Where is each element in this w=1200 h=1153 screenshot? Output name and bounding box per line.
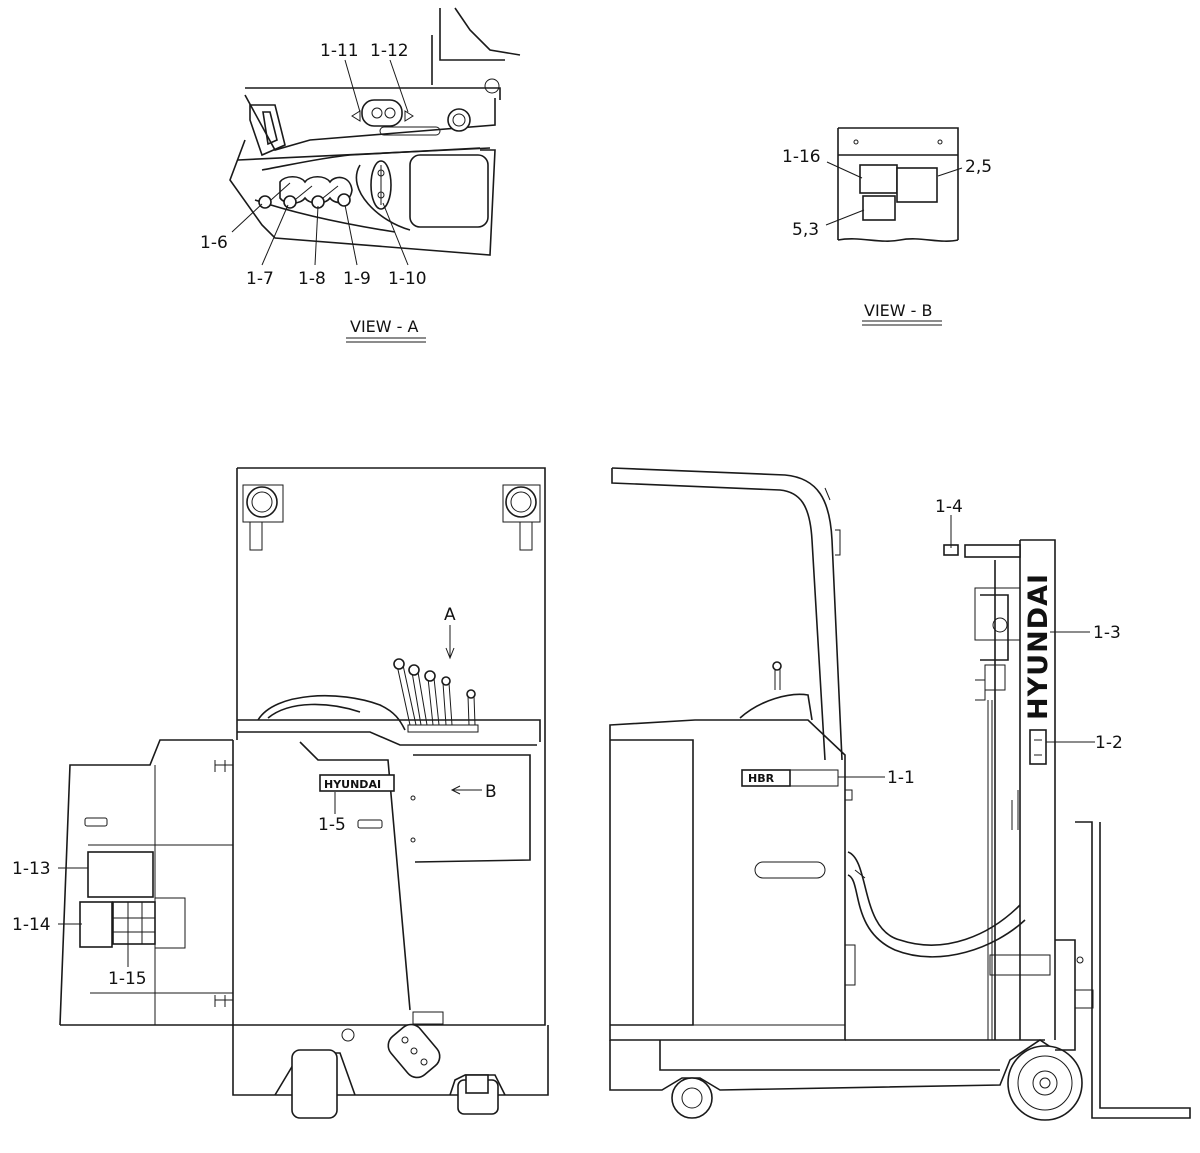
front-hyundai-decal-text: HYUNDAI <box>324 778 381 791</box>
side-view-truck <box>609 467 1191 1121</box>
callout-1-6: 1-6 <box>200 233 228 253</box>
callout-1-9: 1-9 <box>343 269 371 289</box>
front-view-truck <box>59 467 549 1119</box>
callout-1-7: 1-7 <box>246 269 274 289</box>
callout-1-4: 1-4 <box>935 497 963 517</box>
callout-1-14: 1-14 <box>12 915 51 935</box>
view-b-underline <box>862 320 942 326</box>
view-b-caption: VIEW - B <box>864 301 933 320</box>
callout-1-15: 1-15 <box>108 969 147 989</box>
callout-1-10: 1-10 <box>388 269 427 289</box>
side-leaders <box>838 515 1095 778</box>
callout-1-8: 1-8 <box>298 269 326 289</box>
callout-1-2: 1-2 <box>1095 733 1123 753</box>
view-a-underline <box>346 337 426 343</box>
callout-1-3: 1-3 <box>1093 623 1121 643</box>
view-b-detail <box>825 127 963 242</box>
mast-hyundai-decal-text: HYUNDAI <box>1023 573 1054 720</box>
view-a-caption: VIEW - A <box>350 317 419 336</box>
callout-1-13: 1-13 <box>12 859 51 879</box>
front-leaders <box>58 792 336 967</box>
callout-5-3: 5,3 <box>792 220 819 240</box>
hbr-model-decal-text: HBR <box>748 772 775 785</box>
marker-a: A <box>444 605 456 625</box>
callout-2-5: 2,5 <box>965 157 992 177</box>
callout-1-11: 1-11 <box>320 41 359 61</box>
callout-1-16: 1-16 <box>782 147 821 167</box>
marker-b: B <box>485 782 497 802</box>
callout-1-12: 1-12 <box>370 41 409 61</box>
view-a-detail <box>229 7 521 256</box>
view-a-leaders <box>231 59 409 266</box>
callout-1-1: 1-1 <box>887 768 915 788</box>
callout-1-5: 1-5 <box>318 815 346 835</box>
